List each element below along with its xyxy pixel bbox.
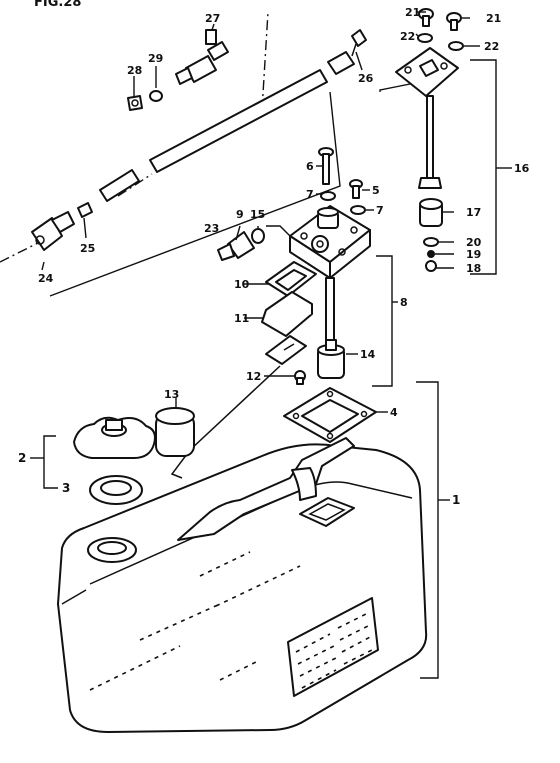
figure-header: FIG.28 — [34, 0, 81, 10]
callout-27: 27 — [205, 12, 220, 25]
gasket-10 — [265, 261, 317, 297]
washer-7-left — [320, 191, 336, 201]
callout-3: 3 — [62, 481, 70, 495]
callout-9: 9 — [236, 208, 244, 221]
tank-cap-2 — [73, 416, 156, 459]
connector-24 — [31, 211, 75, 251]
callout-6: 6 — [306, 160, 314, 173]
fuel-hose-group — [0, 11, 367, 263]
cap-gasket-3 — [89, 475, 143, 505]
callout-23: 23 — [204, 222, 219, 235]
nut-28 — [127, 95, 143, 111]
callout-16: 16 — [514, 162, 530, 175]
connector-9 — [217, 231, 255, 261]
washer-7-right — [350, 205, 366, 215]
callout-26: 26 — [358, 72, 374, 85]
callout-14: 14 — [360, 348, 376, 361]
callout-11: 11 — [234, 312, 249, 325]
leader-lines — [41, 11, 480, 413]
callout-12: 12 — [246, 370, 261, 383]
valve-assy-group — [395, 8, 464, 272]
washer-22-right — [448, 41, 464, 51]
screw-5 — [349, 179, 363, 199]
callouts: 21 21 22 22 27 29 28 26 16 6 7 5 7 17 20… — [18, 6, 530, 507]
washer-29 — [149, 90, 163, 102]
screw-12 — [294, 370, 306, 385]
callout-4: 4 — [390, 406, 398, 419]
callout-2: 2 — [18, 451, 26, 465]
float-14 — [317, 339, 345, 379]
callout-20: 20 — [466, 236, 482, 249]
callout-7-left: 7 — [306, 188, 314, 201]
callout-21-left: 21 — [405, 6, 420, 19]
callout-22-right: 22 — [484, 40, 499, 53]
callout-1: 1 — [452, 493, 460, 507]
callout-10: 10 — [234, 278, 250, 291]
sender-bracket — [265, 335, 307, 365]
callout-17: 17 — [466, 206, 481, 219]
washer-20 — [423, 237, 439, 247]
callout-7-right: 7 — [376, 204, 384, 217]
o-ring-15 — [251, 228, 265, 244]
callout-21-right: 21 — [486, 12, 501, 25]
cover-11 — [261, 291, 313, 337]
clip-25 — [77, 202, 93, 218]
callout-13: 13 — [164, 388, 179, 401]
connector-27 — [175, 29, 229, 85]
callout-28: 28 — [127, 64, 142, 77]
screw-18 — [425, 260, 437, 272]
callout-8: 8 — [400, 296, 408, 309]
screw-21-left — [418, 8, 434, 27]
clamp-26 — [351, 29, 367, 57]
washer-22-left — [417, 33, 433, 43]
callout-18: 18 — [466, 262, 481, 275]
callout-19: 19 — [466, 248, 481, 261]
fuel-tank-1 — [57, 437, 428, 733]
callout-5: 5 — [372, 184, 380, 197]
screw-21-right — [446, 12, 462, 31]
filter-13 — [155, 407, 195, 457]
callout-25: 25 — [80, 242, 95, 255]
tank-gasket-4 — [283, 387, 377, 443]
callout-22-left: 22 — [400, 30, 415, 43]
callout-29: 29 — [148, 52, 163, 65]
callout-24: 24 — [38, 272, 54, 285]
valve-17 — [419, 198, 443, 227]
callout-15: 15 — [250, 208, 265, 221]
screw-6 — [318, 147, 334, 185]
washer-19 — [427, 250, 435, 258]
